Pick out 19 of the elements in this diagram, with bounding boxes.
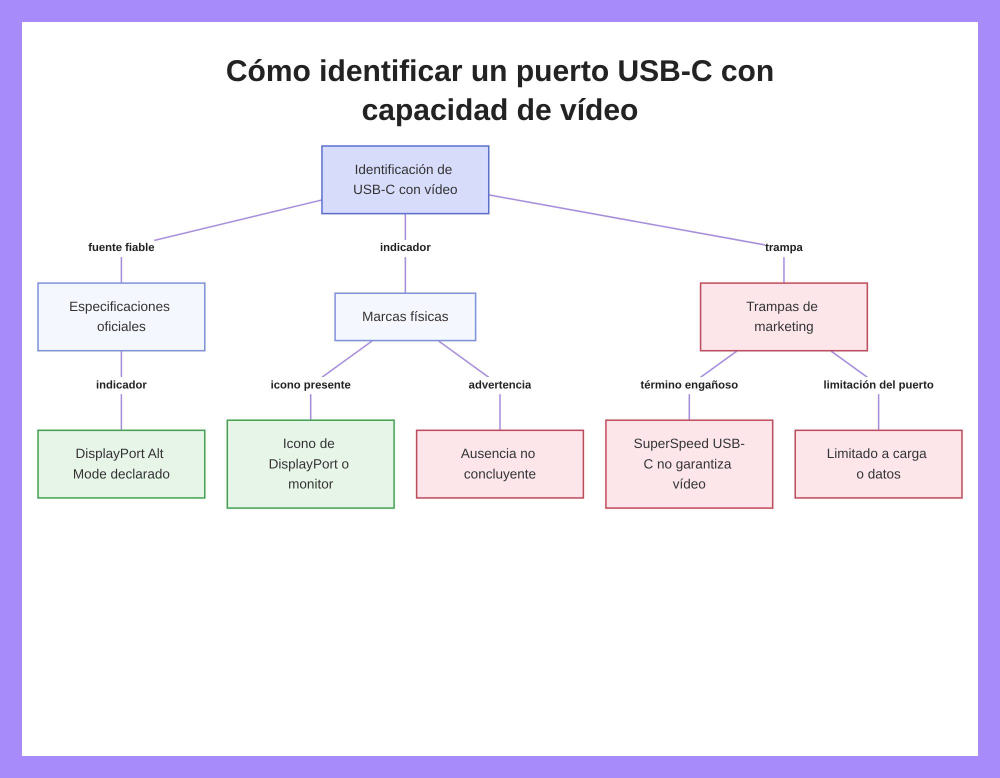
node-box: Trampas de marketing [700,282,868,352]
node-box: DisplayPort Alt Mode declarado [37,430,206,499]
node-box: SuperSpeed USB-C no garantiza vídeo [605,419,774,509]
diagram-title: Cómo identificar un puerto USB-C con capacidad de vídeo [224,54,776,129]
node-box: Icono de DisplayPort o monitor [226,419,395,509]
node-box: Ausencia no concluyente [416,430,584,499]
edge-label: trampa [765,241,803,254]
edge-label: indicador [96,378,147,392]
edge-label: fuente fiable [88,241,155,254]
node-box: Especificaciones oficiales [37,282,206,352]
edge-label: limitación del puerto [824,378,934,392]
node-box: Identificación de USB-C con vídeo [321,145,490,214]
edge-label: término engañoso [640,378,738,392]
connector [488,194,785,284]
edge-label: icono presente [270,378,351,392]
edge-label: indicador [380,241,431,254]
node-box: Marcas físicas [334,292,476,342]
edge-label: advertencia [468,378,532,392]
node-box: Limitado a carga o datos [794,430,963,499]
